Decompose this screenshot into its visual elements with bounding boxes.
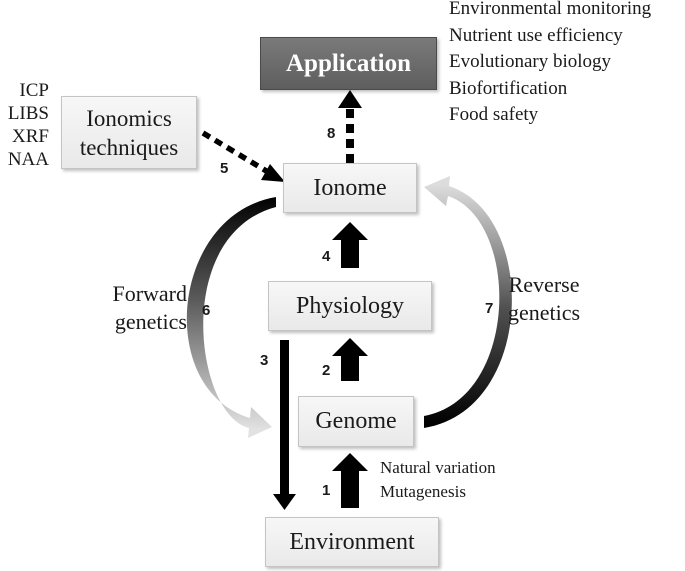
forward-genetics-label: Forward genetics xyxy=(112,280,187,336)
mutagenesis-text: Mutagenesis xyxy=(380,482,466,501)
reverse-line2: genetics xyxy=(508,300,581,325)
application-item: Nutrient use efficiency xyxy=(449,24,623,46)
application-item: Environmental monitoring xyxy=(449,0,652,19)
ionome-box: Ionome xyxy=(283,163,417,213)
technique-item: LIBS xyxy=(7,103,49,124)
application-item: Food safety xyxy=(449,104,539,125)
arrow-4-physiology-to-ionome xyxy=(332,222,368,268)
genome-label: Genome xyxy=(315,408,397,435)
application-label: Application xyxy=(285,49,412,77)
application-item: Evolutionary biology xyxy=(449,51,612,72)
technique-item: ICP xyxy=(19,80,49,101)
arrow-6-forward-genetics xyxy=(186,197,276,438)
applications-list: Environmental monitoring Nutrient use ef… xyxy=(449,0,651,129)
step-number-2: 2 xyxy=(322,362,331,379)
environment-label: Environment xyxy=(289,528,415,555)
technique-item: XRF xyxy=(12,126,49,147)
reverse-line1: Reverse xyxy=(508,272,580,297)
arrow-1-environment-to-genome xyxy=(332,453,368,508)
natural-variation-text: Natural variation xyxy=(380,458,496,477)
arrow-7-reverse-genetics xyxy=(424,176,512,428)
physiology-label: Physiology xyxy=(295,292,405,319)
ionomics-label-line1: Ionomics xyxy=(86,105,172,131)
arrow-8-ionome-to-application xyxy=(338,90,362,163)
step-number-8: 8 xyxy=(327,125,336,142)
ionomics-label-line2: techniques xyxy=(79,134,179,160)
ionome-label: Ionome xyxy=(313,174,387,201)
step-number-6: 6 xyxy=(202,302,211,319)
technique-item: NAA xyxy=(7,149,49,170)
application-box: Application xyxy=(260,37,437,90)
arrow-3-physiology-to-environment xyxy=(273,340,296,510)
forward-line2: genetics xyxy=(114,309,187,334)
step-number-3: 3 xyxy=(260,352,269,369)
step-number-5: 5 xyxy=(220,160,229,177)
physiology-box: Physiology xyxy=(268,281,432,331)
application-item: Biofortification xyxy=(449,77,568,99)
environment-box: Environment xyxy=(265,517,439,567)
step-number-1: 1 xyxy=(322,482,331,499)
reverse-genetics-label: Reverse genetics xyxy=(508,271,580,327)
genome-box: Genome xyxy=(298,396,414,447)
ionomics-techniques-box: Ionomics techniques xyxy=(61,96,197,169)
arrow-2-genome-to-physiology xyxy=(332,338,368,381)
forward-line1: Forward xyxy=(112,281,187,306)
environment-factors-label: Natural variation Mutagenesis xyxy=(380,456,496,504)
arrow-5-techniques-to-ionome xyxy=(201,130,285,182)
techniques-list: ICP LIBS XRF NAA xyxy=(8,79,49,171)
step-number-4: 4 xyxy=(322,248,331,265)
step-number-7: 7 xyxy=(485,300,494,317)
